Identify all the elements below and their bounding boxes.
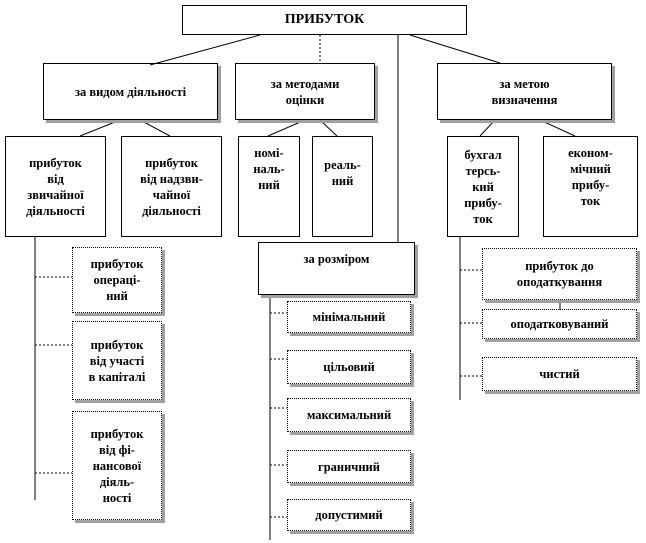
box-minimal-profit: мінімальний (287, 301, 411, 333)
box-maximal-profit: максимальний (287, 398, 411, 432)
box-extraordinary-activity-profit: прибуток від надзви- чайної діяльності (121, 136, 222, 237)
box-operating-profit: прибуток операці- ний (72, 247, 162, 313)
box-permissible-profit: допустимий (287, 499, 411, 531)
box-target-profit: цільовий (287, 350, 411, 384)
box-financial-activity-profit: прибуток від фі- нансової діяль- ності (72, 411, 162, 520)
box-economic-profit: економ- мічний прибу- ток (543, 136, 638, 237)
box-taxable-profit: оподатковуваний (482, 309, 637, 339)
group-size: за розміром (258, 242, 415, 295)
group-purpose: за метою визначення (437, 63, 612, 120)
box-marginal-profit: граничний (287, 450, 411, 483)
group-evaluation-method: за методами оцінки (235, 63, 375, 120)
box-profit-before-tax: прибуток до оподаткування (482, 248, 637, 300)
box-capital-participation-profit: прибуток від участі в капіталі (72, 321, 162, 400)
box-net-profit: чистий (482, 357, 637, 391)
box-ordinary-activity-profit: прибуток від звичайної діяльності (5, 136, 106, 237)
root-profit-box: ПРИБУТОК (182, 5, 467, 35)
group-activity-type: за видом діяльності (43, 63, 218, 120)
box-nominal-profit: номі- наль- ний (238, 136, 300, 237)
box-accounting-profit: бухгал терсь- кий прибу- ток (447, 136, 519, 237)
box-real-profit: реаль- ний (312, 136, 373, 237)
